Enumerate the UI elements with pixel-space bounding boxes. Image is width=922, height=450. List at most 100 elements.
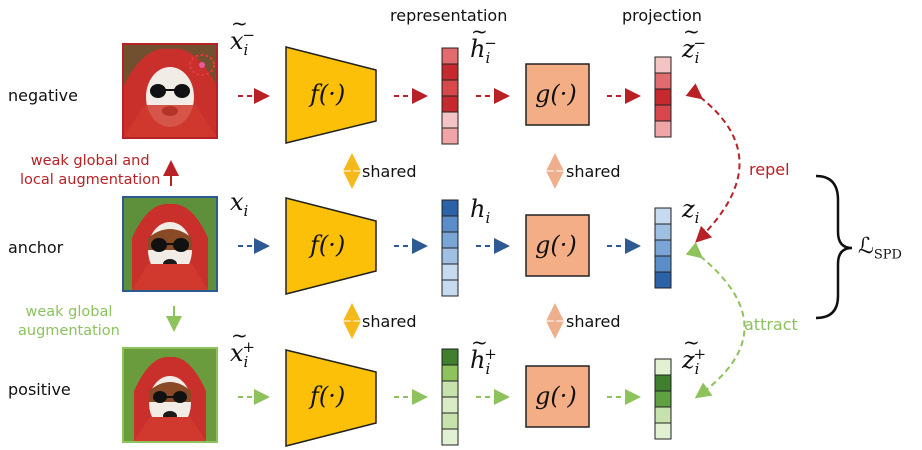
anchor-rep-sub: i xyxy=(485,208,491,227)
loss-subscript: SPD xyxy=(873,247,902,263)
anchor-rep-var: h xyxy=(470,195,486,223)
vector-cell xyxy=(441,279,459,297)
rep-var-anchor: hi xyxy=(470,195,490,227)
input-var-positive: xi+ xyxy=(230,323,255,371)
dog-image-positive xyxy=(124,349,216,441)
negative-input-sub: i xyxy=(243,40,249,59)
vector-cell xyxy=(441,247,459,265)
global-augmentation-line2: augmentation xyxy=(18,323,120,339)
vector-cell xyxy=(654,120,672,138)
global-augmentation-line1: weak global xyxy=(25,304,113,320)
input-var-negative: xi− xyxy=(230,11,255,59)
vector-cell xyxy=(654,88,672,106)
vector-cell xyxy=(441,412,459,430)
vector-cell xyxy=(654,406,672,424)
vector-cell xyxy=(441,380,459,398)
representation-vector-anchor xyxy=(441,199,459,297)
positive-input-sub: i xyxy=(243,352,249,371)
negative-proj-sub: i xyxy=(694,48,700,67)
positive-proj-var: z xyxy=(682,330,699,374)
projector-negative xyxy=(525,63,590,126)
negative-rep-var: h xyxy=(470,19,488,63)
loss-label: ℒSPD xyxy=(858,234,902,262)
projector-label-positive: g(·) xyxy=(535,382,577,410)
proj-var-negative: zi− xyxy=(682,19,706,67)
vector-cell xyxy=(441,63,459,81)
vector-cell xyxy=(441,428,459,446)
shared-label-encoder-top: shared xyxy=(362,162,417,181)
projection-header: projection xyxy=(622,6,702,25)
vector-cell xyxy=(441,47,459,65)
negative-rep-sub: i xyxy=(485,48,491,67)
anchor-proj-var: z xyxy=(682,195,695,223)
dog-image-negative xyxy=(124,45,216,137)
positive-rep-var: h xyxy=(470,330,488,374)
vector-cell xyxy=(441,364,459,382)
vector-cell xyxy=(654,358,672,376)
vector-cell xyxy=(654,104,672,122)
encoder-negative xyxy=(285,46,377,144)
shared-label-encoder-bottom: shared xyxy=(362,312,417,331)
projection-vector-positive xyxy=(654,358,672,440)
encoder-positive xyxy=(285,349,377,447)
vector-cell xyxy=(441,79,459,97)
encoder-label-positive: f(·) xyxy=(310,382,346,410)
vector-cell xyxy=(654,56,672,74)
anchor-proj-sub: i xyxy=(694,208,700,227)
shared-label-projector-bottom: shared xyxy=(566,312,621,331)
vector-cell xyxy=(441,231,459,249)
vector-cell xyxy=(654,374,672,392)
vector-cell xyxy=(654,422,672,440)
representation-vector-negative xyxy=(441,47,459,145)
local-augmentation-line2: local augmentation xyxy=(20,172,161,188)
vector-cell xyxy=(441,263,459,281)
anchor-input-image xyxy=(122,196,218,292)
row-label-negative: negative xyxy=(8,86,78,105)
projection-vector-negative xyxy=(654,56,672,138)
vector-cell xyxy=(654,239,672,257)
input-var-anchor: xi xyxy=(230,188,248,220)
anchor-input-sub: i xyxy=(243,201,249,220)
repel-label: repel xyxy=(749,160,790,179)
proj-var-anchor: zi xyxy=(682,195,699,227)
dog-image-anchor xyxy=(124,198,216,290)
local-augmentation-note: weak global and local augmentation xyxy=(20,152,160,190)
projector-label-negative: g(·) xyxy=(535,80,577,108)
vector-cell xyxy=(654,223,672,241)
rep-var-positive: hi+ xyxy=(470,330,497,378)
repel-arrow xyxy=(685,83,741,243)
vector-cell xyxy=(654,271,672,289)
encoder-anchor xyxy=(285,197,377,295)
vector-cell xyxy=(441,215,459,233)
rep-var-negative: hi− xyxy=(470,19,497,67)
positive-input-var: x xyxy=(230,323,247,367)
vector-cell xyxy=(654,207,672,225)
loss-brace xyxy=(815,174,853,320)
projection-vector-anchor xyxy=(654,207,672,289)
global-augmentation-note: weak global augmentation xyxy=(18,303,120,341)
encoder-label-anchor: f(·) xyxy=(310,231,346,259)
loss-symbol: ℒ xyxy=(858,234,874,259)
vector-cell xyxy=(441,199,459,217)
positive-input-image xyxy=(122,347,218,443)
row-label-anchor: anchor xyxy=(8,238,64,257)
negative-input-var: x xyxy=(230,11,247,55)
vector-cell xyxy=(654,255,672,273)
row-label-positive: positive xyxy=(8,380,71,399)
vector-cell xyxy=(654,72,672,90)
projector-anchor xyxy=(525,214,590,277)
attract-label: attract xyxy=(744,315,798,334)
vector-cell xyxy=(441,348,459,366)
negative-proj-var: z xyxy=(682,19,699,63)
anchor-input-var: x xyxy=(230,188,244,216)
shared-label-projector-top: shared xyxy=(566,162,621,181)
local-augmentation-line1: weak global and xyxy=(30,153,150,169)
projector-positive xyxy=(525,365,590,428)
proj-var-positive: zi+ xyxy=(682,330,706,378)
vector-cell xyxy=(441,111,459,129)
positive-proj-sub: i xyxy=(694,359,700,378)
vector-cell xyxy=(441,95,459,113)
vector-cell xyxy=(654,390,672,408)
vector-cell xyxy=(441,127,459,145)
negative-input-image xyxy=(122,43,218,139)
